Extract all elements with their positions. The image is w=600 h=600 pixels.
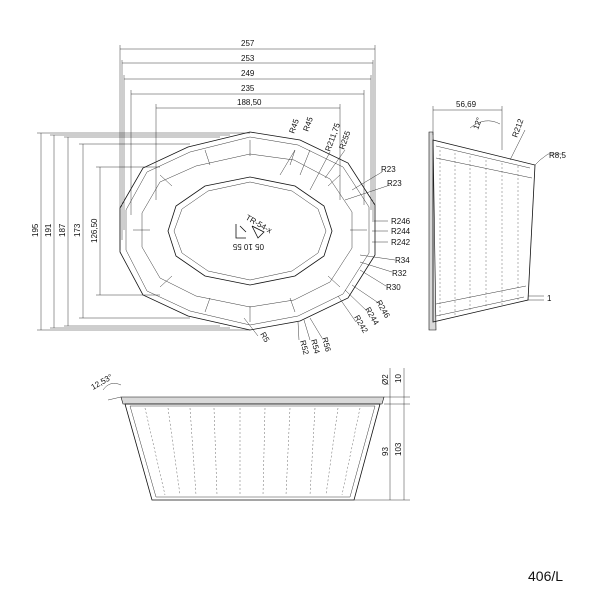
dim-width-188-50: 188,50 bbox=[237, 98, 262, 107]
horizontal-dimensions: 257 253 249 235 188,50 bbox=[119, 39, 376, 250]
label-r23-b: R23 bbox=[387, 179, 402, 188]
label-dim-103: 103 bbox=[394, 442, 403, 456]
radius-leaders: R45 R45 R211,75 R255 R23 R23 R246 R244 R… bbox=[243, 115, 411, 356]
label-r8-5: R8,5 bbox=[549, 151, 566, 160]
label-angle-12: 12° bbox=[471, 116, 484, 130]
label-dia-2: Ø2 bbox=[381, 374, 390, 385]
label-dim-10: 10 bbox=[394, 374, 403, 383]
label-r212: R212 bbox=[510, 117, 525, 139]
vertical-dimensions: 195 191 187 173 126,50 bbox=[31, 132, 250, 331]
stamp-text: TR-54-x bbox=[244, 213, 274, 235]
side-view: 56,69 12° R212 R8,5 1 bbox=[428, 100, 566, 331]
label-r32: R32 bbox=[392, 269, 407, 278]
dim-height-126-50: 126,50 bbox=[90, 218, 99, 243]
label-r45-a: R45 bbox=[287, 117, 301, 134]
dim-side-56-69: 56,69 bbox=[456, 100, 477, 109]
dim-width-257: 257 bbox=[241, 39, 255, 48]
dim-height-195: 195 bbox=[31, 223, 40, 237]
label-step-1: 1 bbox=[547, 294, 552, 303]
label-r246-a: R246 bbox=[391, 217, 411, 226]
label-r30: R30 bbox=[386, 283, 401, 292]
dim-width-235: 235 bbox=[241, 84, 255, 93]
label-r5: R5 bbox=[258, 331, 271, 345]
dim-height-187: 187 bbox=[58, 223, 67, 237]
label-r34: R34 bbox=[395, 256, 410, 265]
label-r23-a: R23 bbox=[381, 165, 396, 174]
dim-width-253: 253 bbox=[241, 54, 255, 63]
label-r52: R52 bbox=[298, 339, 311, 356]
part-number: 406/L bbox=[528, 568, 563, 584]
label-angle-12-53: 12,53° bbox=[90, 372, 115, 391]
label-dim-93: 93 bbox=[381, 447, 390, 456]
dim-height-191: 191 bbox=[44, 223, 53, 237]
label-r54: R54 bbox=[309, 338, 322, 355]
recycle-icon bbox=[235, 224, 265, 239]
dim-height-173: 173 bbox=[73, 223, 82, 237]
stamp-code: 05 10 55 bbox=[232, 242, 264, 251]
top-view: TR-54-x 05 10 55 257 253 249 235 bbox=[31, 39, 411, 356]
label-r242-a: R242 bbox=[391, 238, 411, 247]
label-r244-a: R244 bbox=[391, 227, 411, 236]
dim-width-249: 249 bbox=[241, 69, 255, 78]
front-view: 12,53° Ø2 10 93 103 bbox=[90, 368, 410, 501]
label-r45-b: R45 bbox=[301, 115, 315, 132]
label-r56: R56 bbox=[320, 336, 333, 353]
label-r255: R255 bbox=[337, 129, 352, 151]
